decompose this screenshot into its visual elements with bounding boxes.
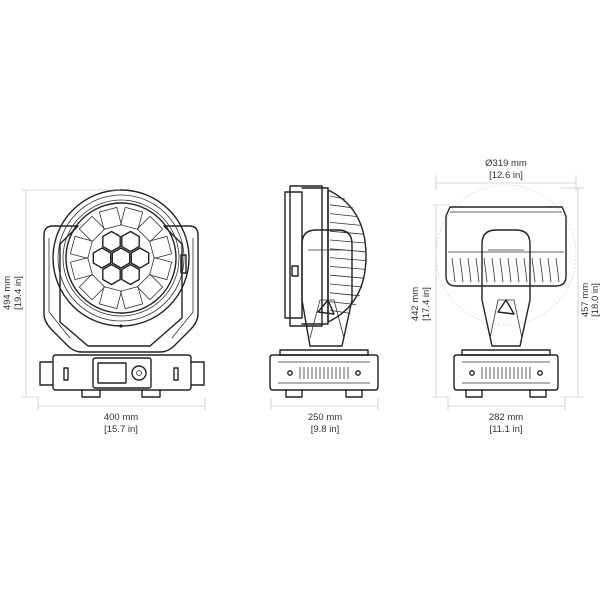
side-view — [269, 185, 379, 398]
fin — [491, 257, 496, 283]
fin — [451, 257, 456, 283]
side-width-in: [9.8 in] — [311, 424, 340, 435]
lens-cell — [69, 257, 93, 281]
rear-width-mm: 282 mm — [489, 412, 523, 423]
fin — [329, 257, 367, 261]
rear-height-right-mm: 457 mm — [580, 283, 591, 317]
lens-cell — [130, 247, 150, 269]
front-head — [52, 189, 190, 328]
side-base — [269, 349, 379, 398]
front-width-in: [15.7 in] — [104, 424, 138, 435]
fin — [459, 257, 464, 283]
dim-front-height: 494 mm [19.4 in] — [2, 189, 120, 398]
side-head — [284, 185, 367, 327]
fin — [329, 213, 358, 217]
dim-side-width: 250 mm [9.8 in] — [270, 398, 379, 435]
lens-cell — [92, 247, 112, 269]
rear-height-left-in: [17.4 in] — [421, 287, 432, 321]
fin — [531, 257, 536, 283]
front-height-in: [19.4 in] — [13, 276, 24, 310]
fin — [539, 257, 544, 283]
lens-cell — [78, 215, 106, 243]
fin — [329, 266, 366, 270]
fin — [547, 257, 552, 283]
control-knob — [131, 365, 147, 381]
base-vents — [299, 367, 349, 379]
fin — [329, 274, 365, 279]
fin — [515, 257, 520, 283]
logo-mark — [317, 299, 335, 315]
rear-base — [453, 349, 559, 398]
front-view — [39, 189, 205, 398]
fin — [523, 257, 528, 283]
diameter-mm: Ø319 mm — [485, 158, 527, 169]
rear-width-in: [11.1 in] — [489, 424, 522, 435]
dim-rear-height-left: 442 mm [17.4 in] — [410, 204, 450, 398]
diameter-in: [12.6 in] — [489, 170, 523, 181]
lens-cell — [69, 235, 93, 259]
fin — [329, 248, 366, 253]
dim-rear-height-right: 457 mm [18.0 in] — [560, 187, 600, 398]
base-vents — [481, 367, 531, 379]
side-width-mm: 250 mm — [308, 412, 342, 423]
fin — [483, 257, 488, 283]
fin — [329, 292, 360, 297]
lens-cell — [149, 235, 173, 259]
lens-cell — [149, 257, 173, 281]
fin — [329, 204, 353, 209]
lens-cell — [78, 273, 106, 301]
rear-height-left-mm: 442 mm — [410, 287, 421, 321]
fin — [499, 257, 504, 283]
fin — [329, 239, 365, 244]
lens-cell — [111, 247, 131, 269]
lens-cell — [136, 273, 164, 301]
logo-mark — [497, 299, 515, 315]
lens-cell — [102, 263, 121, 286]
fin — [555, 257, 560, 283]
fin — [329, 195, 346, 200]
front-base — [39, 354, 205, 398]
cooling-fins — [451, 257, 560, 283]
display-screen — [97, 362, 127, 384]
dim-head-diameter: Ø319 mm [12.6 in] — [435, 158, 577, 190]
rear-head — [435, 184, 577, 326]
rear-view — [435, 184, 577, 398]
rear-height-right-in: [18.0 in] — [590, 283, 600, 317]
fin — [475, 257, 480, 283]
fin — [467, 257, 472, 283]
side-yoke — [301, 229, 353, 347]
lens-cell — [98, 206, 122, 230]
cooling-fins — [329, 195, 367, 314]
dimensions: 400 mm [15.7 in] 494 mm [19.4 in] 250 mm… — [2, 158, 600, 435]
front-height-mm: 494 mm — [2, 276, 13, 310]
rear-yoke — [481, 229, 531, 347]
lens-cell — [136, 215, 164, 243]
lens-array — [69, 206, 173, 310]
lens-cell — [120, 286, 144, 310]
dim-rear-width: 282 mm [11.1 in] — [447, 398, 566, 435]
front-yoke — [43, 225, 199, 353]
lens-cell — [121, 263, 140, 286]
fin — [329, 283, 363, 288]
fin — [329, 222, 362, 226]
dim-front-width: 400 mm [15.7 in] — [37, 398, 206, 435]
lens-cell — [98, 286, 122, 310]
lens-cell — [102, 230, 121, 253]
fin — [507, 257, 512, 283]
lens-cell — [121, 230, 140, 253]
front-width-mm: 400 mm — [104, 412, 138, 423]
lens-cell — [120, 206, 144, 230]
